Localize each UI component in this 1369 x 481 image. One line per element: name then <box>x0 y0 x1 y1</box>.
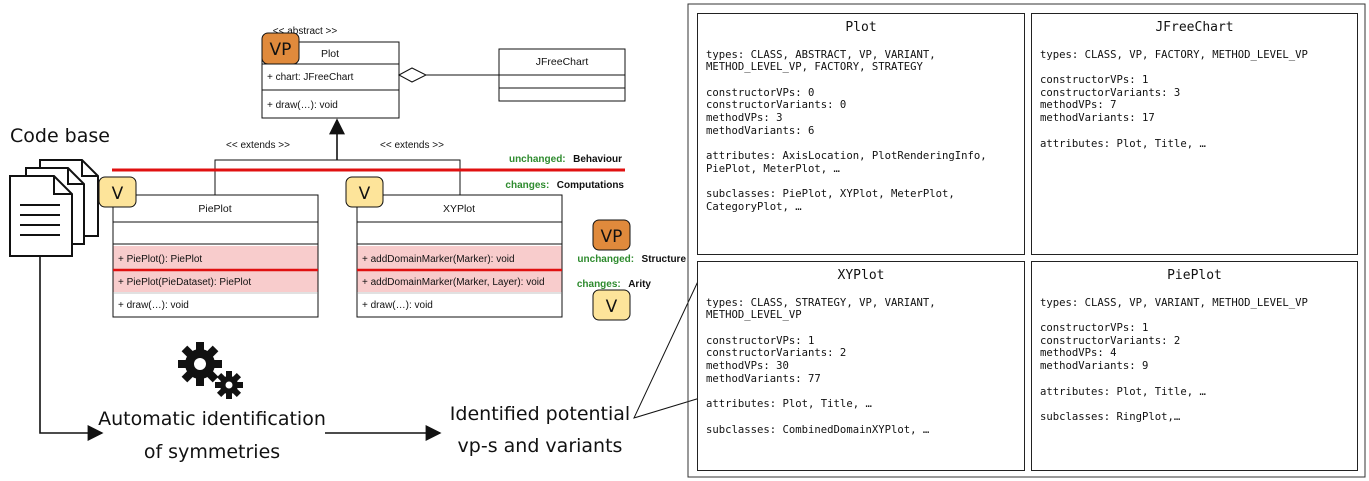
legend-unchanged-behaviour: unchanged: Behaviour <box>509 149 622 166</box>
panel-pieplot-method-variants: methodVariants: 9 <box>1040 359 1149 372</box>
panel-xyplot-attributes: attributes: Plot, Title, … <box>706 398 872 411</box>
panel-pieplot-method-vps: methodVPs: 4 <box>1040 347 1117 360</box>
legend-changes-computations: changes: Computations <box>505 175 624 192</box>
extends-label-left: << extends >> <box>226 140 290 151</box>
plot-method: + draw(…): void <box>267 100 338 111</box>
panel-xyplot-subclasses: subclasses: CombinedDomainXYPlot, … <box>706 423 930 436</box>
uml-class-xyplot: XYPlot + addDomainMarker(Marker): void +… <box>356 194 563 318</box>
extends-label-right: << extends >> <box>380 140 444 151</box>
legend-v-badge: V <box>592 289 631 321</box>
inheritance-branches <box>214 159 461 195</box>
uml-class-pieplot: PiePlot + PiePlot(): PiePlot + PiePlot(P… <box>112 194 319 318</box>
panel-xyplot-method-variants: methodVariants: 77 <box>706 372 821 385</box>
xyplot-method-2: + addDomainMarker(Marker, Layer): void <box>362 277 545 288</box>
automatic-identification-label: Automatic identification <box>98 408 326 430</box>
panel-plot: Plot types: CLASS, ABSTRACT, VP, VARIANT… <box>697 13 1025 255</box>
panel-jfreechart-constructor-variants: constructorVariants: 3 <box>1040 86 1181 99</box>
code-base-label: Code base <box>10 125 110 147</box>
panel-xyplot-constructor-variants: constructorVariants: 2 <box>706 347 847 360</box>
svg-text:V: V <box>359 184 371 204</box>
panel-jfreechart-types: types: CLASS, VP, FACTORY, METHOD_LEVEL_… <box>1040 48 1308 61</box>
document-stack-icon <box>9 159 99 257</box>
panel-plot-subclasses: subclasses: PiePlot, XYPlot, MeterPlot, … <box>706 188 962 213</box>
panel-pieplot-constructor-vps: constructorVPs: 1 <box>1040 322 1149 335</box>
vp-badge-plot: VP <box>261 32 300 65</box>
gears-icon <box>178 342 243 399</box>
panel-plot-method-variants: methodVariants: 6 <box>706 124 815 137</box>
panel-jfreechart: JFreeChart types: CLASS, VP, FACTORY, ME… <box>1031 13 1358 255</box>
legend-vp-badge: VP <box>592 219 631 251</box>
panel-xyplot-types: types: CLASS, STRATEGY, VP, VARIANT, MET… <box>706 296 942 322</box>
panel-pieplot-constructor-variants: constructorVariants: 2 <box>1040 334 1181 347</box>
uml-class-jfreechart: JFreeChart <box>498 48 626 102</box>
callout-wedge <box>633 276 701 419</box>
legend-changes-arity: changes: Arity <box>577 274 652 291</box>
panel-pieplot-types: types: CLASS, VP, VARIANT, METHOD_LEVEL_… <box>1040 296 1308 309</box>
panel-pieplot-subclasses: subclasses: RingPlot,… <box>1040 411 1181 424</box>
vps-variants-label: vp-s and variants <box>458 435 623 457</box>
panel-pieplot: PiePlot types: CLASS, VP, VARIANT, METHO… <box>1031 261 1358 471</box>
svg-text:V: V <box>606 297 618 317</box>
legend-unchanged-structure: unchanged: Structure <box>577 249 686 266</box>
abstract-stereotype: << abstract >> <box>273 26 338 37</box>
pieplot-method-3: + draw(…): void <box>118 300 189 311</box>
panel-plot-types: types: CLASS, ABSTRACT, VP, VARIANT, MET… <box>706 48 942 74</box>
panel-plot-attributes: attributes: AxisLocation, PlotRenderingI… <box>706 150 994 175</box>
symmetries-label: of symmetries <box>144 441 280 463</box>
aggregation-diamond-icon <box>397 67 428 83</box>
panel-jfreechart-attributes: attributes: Plot, Title, … <box>1040 137 1206 150</box>
panel-pieplot-title: PiePlot <box>1167 268 1222 283</box>
panel-jfreechart-title: JFreeChart <box>1155 20 1234 35</box>
panel-plot-constructor-vps: constructorVPs: 0 <box>706 86 815 99</box>
v-badge-xyplot: V <box>345 176 384 208</box>
panel-xyplot-method-vps: methodVPs: 30 <box>706 359 789 372</box>
pieplot-method-1: + PiePlot(): PiePlot <box>118 254 202 265</box>
xyplot-method-1: + addDomainMarker(Marker): void <box>362 254 515 265</box>
xyplot-class-name: XYPlot <box>443 203 475 215</box>
uml-class-plot: Plot + chart: JFreeChart + draw(…): void <box>261 41 400 119</box>
pieplot-method-2: + PiePlot(PieDataset): PiePlot <box>118 277 251 288</box>
panel-xyplot-constructor-vps: constructorVPs: 1 <box>706 334 815 347</box>
v-badge-pieplot: V <box>98 176 137 208</box>
panel-jfreechart-constructor-vps: constructorVPs: 1 <box>1040 74 1149 87</box>
panel-xyplot-title: XYPlot <box>837 268 885 283</box>
svg-text:V: V <box>112 184 124 204</box>
pieplot-class-name: PiePlot <box>198 203 231 215</box>
svg-text:VP: VP <box>270 40 292 60</box>
panel-pieplot-attributes: attributes: Plot, Title, … <box>1040 385 1206 398</box>
flow-arrow-to-identification <box>39 256 104 441</box>
plot-class-name: Plot <box>321 48 339 60</box>
xyplot-method-3: + draw(…): void <box>362 300 433 311</box>
panel-plot-method-vps: methodVPs: 3 <box>706 111 783 124</box>
panel-plot-title: Plot <box>845 20 877 35</box>
panel-jfreechart-method-variants: methodVariants: 17 <box>1040 111 1155 124</box>
plot-attribute: + chart: JFreeChart <box>267 72 354 83</box>
panel-xyplot: XYPlot types: CLASS, STRATEGY, VP, VARIA… <box>697 261 1025 471</box>
panels-frame <box>687 3 1366 478</box>
panel-plot-constructor-variants: constructorVariants: 0 <box>706 99 847 112</box>
identified-label: Identified potential <box>450 403 630 425</box>
jfreechart-class-name: JFreeChart <box>536 56 589 68</box>
svg-text:VP: VP <box>601 227 623 247</box>
panel-jfreechart-method-vps: methodVPs: 7 <box>1040 99 1117 112</box>
